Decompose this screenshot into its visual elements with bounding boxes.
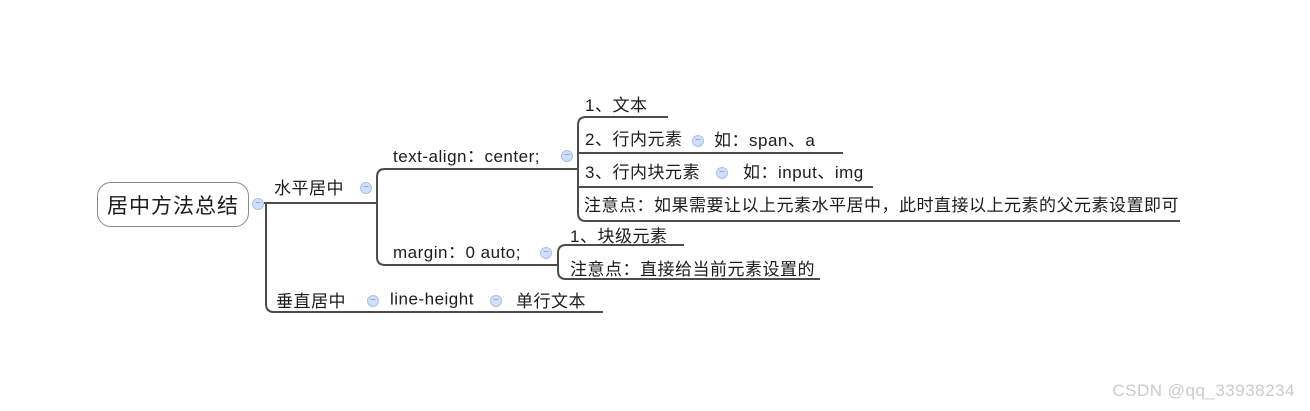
collapse-button-vertical[interactable]: − [367, 295, 379, 307]
topic-inline-block-example-input-img[interactable]: 如：input、img [743, 163, 864, 182]
topic-note-current-element[interactable]: 注意点：直接给当前元素设置的 [570, 260, 815, 279]
collapse-button-text-align[interactable]: − [561, 150, 573, 162]
collapse-button-margin[interactable]: − [540, 247, 552, 259]
topic-text[interactable]: 1、文本 [585, 96, 648, 115]
collapse-button-inline-block[interactable]: − [716, 167, 728, 179]
topic-inline-elements[interactable]: 2、行内元素 [585, 130, 683, 149]
topic-single-line-text[interactable]: 单行文本 [516, 292, 586, 311]
csdn-watermark: CSDN @qq_33938234 [1112, 381, 1295, 400]
topic-text-align-center[interactable]: text-align：center; [393, 147, 540, 166]
topic-root[interactable]: 居中方法总结 [97, 182, 249, 227]
topic-margin-0-auto[interactable]: margin：0 auto; [393, 243, 521, 262]
topic-horizontal-center[interactable]: 水平居中 [274, 179, 344, 198]
topic-inline-example-span-a[interactable]: 如：span、a [714, 131, 816, 150]
collapse-button-line-height[interactable]: − [490, 295, 502, 307]
topic-inline-block-elements[interactable]: 3、行内块元素 [585, 163, 700, 182]
collapse-button-root[interactable]: − [252, 198, 264, 210]
collapse-button-inline-elements[interactable]: − [692, 135, 704, 147]
collapse-button-horizontal[interactable]: − [360, 182, 372, 194]
topic-line-height[interactable]: line-height [390, 289, 474, 309]
topic-note-parent-element[interactable]: 注意点：如果需要让以上元素水平居中，此时直接以上元素的父元素设置即可 [584, 196, 1179, 215]
topic-vertical-center[interactable]: 垂直居中 [276, 292, 346, 311]
topic-block-elements[interactable]: 1、块级元素 [570, 227, 668, 246]
